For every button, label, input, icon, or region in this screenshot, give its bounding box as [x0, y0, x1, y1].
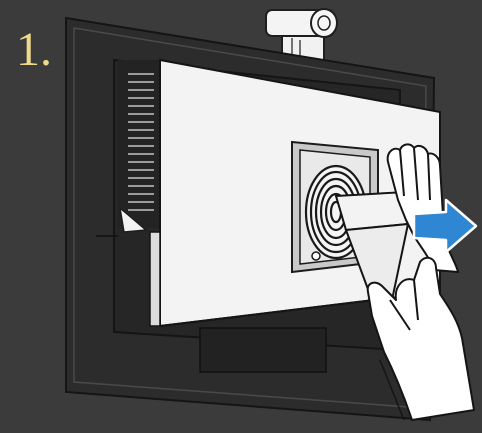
vent-slats — [118, 60, 160, 232]
